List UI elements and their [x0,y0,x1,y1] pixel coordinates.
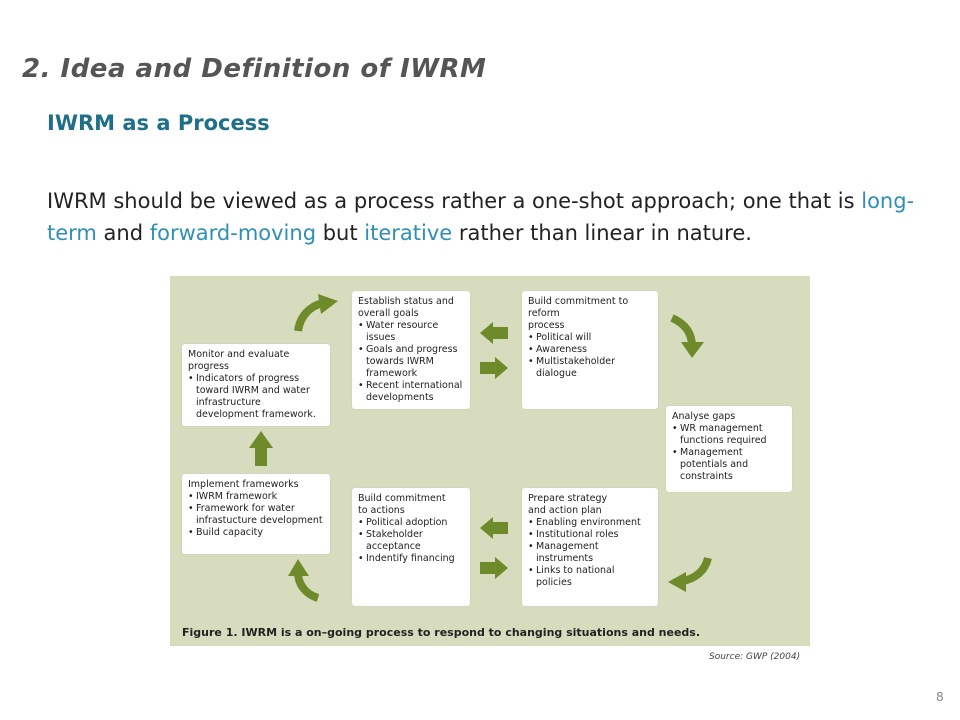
arrow-head-icon [668,572,686,592]
list-item: Links to national policies [528,565,652,589]
body-text-part: rather than linear in nature. [452,221,752,245]
iwrm-process-figure: Establish status and overall goals Water… [170,276,810,646]
arrow-head-icon [249,431,273,448]
list-item: Enabling environment [528,517,652,529]
list-item: Management potentials and constraints [672,447,786,483]
box-list: Indicators of progress toward IWRM and w… [188,373,324,421]
list-item: Goals and progress towards IWRM framewor… [358,344,464,380]
arrow-head-left-icon [480,517,493,539]
list-item: Political adoption [358,517,464,529]
list-item: Political will [528,332,652,344]
arrow-shaft [255,446,267,466]
box-list: Political adoption Stakeholder acceptanc… [358,517,464,565]
box-title: Build commitment to reform [528,296,629,319]
box-title: process [528,320,565,331]
cycle-arrows [249,294,712,602]
list-item: Recent international developments [358,380,464,404]
arrow-shaft [480,362,495,374]
box-list: IWRM framework Framework for water infra… [188,491,324,539]
highlight-forward-moving: forward-moving [149,221,317,245]
box-analyse-gaps: Analyse gaps WR management functions req… [666,406,792,492]
slide-subtitle: IWRM as a Process [47,111,270,135]
box-title: Analyse gaps [672,411,736,422]
box-list: Enabling environment Institutional roles… [528,517,652,589]
page-number: 8 [936,690,944,704]
arrow-shaft [493,327,508,339]
body-paragraph: IWRM should be viewed as a process rathe… [47,185,927,249]
list-item: IWRM framework [188,491,324,503]
arrow-head-icon [318,294,338,314]
arrow-head-left-icon [480,322,493,344]
arrow-head-right-icon [495,557,508,579]
box-prepare-strategy: Prepare strategy and action plan Enablin… [522,488,658,606]
arrow-head-icon [288,559,309,576]
list-item: WR management functions required [672,423,786,447]
box-title: Monitor and evaluate progress [188,349,290,372]
box-establish-status: Establish status and overall goals Water… [352,291,470,409]
arrow-head-right-icon [495,357,508,379]
box-monitor-evaluate: Monitor and evaluate progress Indicators… [182,344,330,426]
arrow-head-icon [681,342,704,358]
box-title: Establish status and [358,296,454,307]
box-implement-frameworks: Implement frameworks IWRM framework Fram… [182,474,330,554]
highlight-long-term: long-term [47,189,915,245]
list-item: Stakeholder acceptance [358,529,464,553]
box-list: Political will Awareness Multistakeholde… [528,332,652,380]
body-text-part: IWRM should be viewed as a process rathe… [47,189,862,213]
box-list: Water resource issues Goals and progress… [358,320,464,404]
figure-caption: Figure 1. IWRM is a on–going process to … [182,626,701,639]
list-item: Institutional roles [528,529,652,541]
box-title: overall goals [358,308,419,319]
box-title: and action plan [528,505,602,516]
list-item: Awareness [528,344,652,356]
slide-title: 2. Idea and Definition of IWRM [22,54,487,84]
arrow-shaft [480,562,495,574]
box-title: Build commitment [358,493,446,504]
box-title: Prepare strategy [528,493,608,504]
box-build-commitment-actions: Build commitment to actions Political ad… [352,488,470,606]
list-item: Management instruments [528,541,652,565]
box-title: Implement frameworks [188,479,299,490]
body-text-part: and [96,221,150,245]
curved-arrow-icon [294,299,325,332]
box-list: WR management functions required Managem… [672,423,786,483]
list-item: Indicators of progress toward IWRM and w… [188,373,324,421]
box-build-commitment-reform: Build commitment to reform process Polit… [522,291,658,409]
body-text-part: but [316,221,365,245]
curved-arrow-icon [670,314,696,347]
list-item: Multistakeholder dialogue [528,356,652,380]
list-item: Build capacity [188,527,324,539]
list-item: Water resource issues [358,320,464,344]
arrow-shaft [493,522,508,534]
list-item: Framework for water infrastucture develo… [188,503,324,527]
list-item: Indentify financing [358,553,464,565]
source-note: Source: GWP (2004) [709,652,801,662]
box-title: to actions [358,505,405,516]
highlight-iterative: iterative [364,221,453,245]
